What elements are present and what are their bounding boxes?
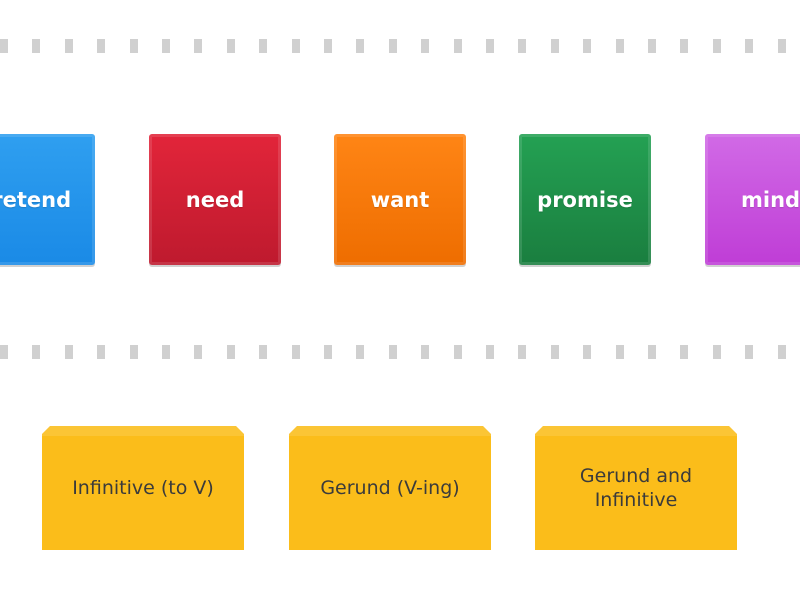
divider-dash [680, 345, 689, 359]
word-card-label: Pretend [0, 187, 72, 212]
drop-target-infinitive[interactable]: Infinitive (to V) [42, 426, 244, 550]
word-card-promise[interactable]: promise [519, 134, 651, 265]
divider-dash [129, 345, 138, 359]
divider-dash [518, 39, 527, 53]
divider-dash [64, 345, 73, 359]
word-card-label: want [370, 187, 430, 212]
divider-dash [324, 39, 332, 53]
divider-dash [129, 39, 138, 53]
word-card-label: need [185, 187, 245, 212]
divider-dash [291, 39, 300, 53]
divider-dash [421, 345, 430, 359]
divider-dash [259, 345, 268, 359]
word-card-mind[interactable]: mind [705, 134, 800, 265]
divider-dash [550, 345, 559, 359]
word-card-pretend[interactable]: Pretend [0, 134, 95, 265]
divider-dash [648, 345, 656, 359]
drop-target-label: Gerund and Infinitive [579, 465, 693, 511]
divider-dash [421, 39, 430, 53]
divider-dash [97, 39, 106, 53]
divider-dash [0, 345, 8, 359]
drop-target-gerund[interactable]: Gerund (V-ing) [289, 426, 491, 550]
divider-dash [356, 345, 365, 359]
divider-dash [259, 39, 268, 53]
divider-dash [745, 345, 754, 359]
divider-dash [777, 39, 786, 53]
drop-target-label: Infinitive (to V) [72, 477, 214, 499]
divider-dash [712, 39, 721, 53]
divider-dash [162, 345, 170, 359]
divider-dash [453, 345, 462, 359]
divider-dash [194, 39, 203, 53]
divider-dash [388, 345, 397, 359]
divider-dash [0, 39, 8, 53]
word-card-need[interactable]: need [149, 134, 281, 265]
divider-dash [97, 345, 106, 359]
divider-dash [648, 39, 656, 53]
divider-dash [486, 345, 494, 359]
divider-dash [356, 39, 365, 53]
drop-target-label: Gerund (V-ing) [320, 477, 460, 499]
divider-dash [583, 39, 592, 53]
divider-dash [615, 345, 624, 359]
divider-dash [680, 39, 689, 53]
bottom-dashed-divider [0, 345, 800, 359]
divider-dash [777, 345, 786, 359]
divider-dash [64, 39, 73, 53]
divider-dash [550, 39, 559, 53]
divider-dash [745, 39, 754, 53]
divider-dash [388, 39, 397, 53]
word-card-label: promise [537, 187, 633, 212]
top-dashed-divider [0, 39, 800, 53]
divider-dash [226, 345, 235, 359]
drop-target-gerund-and-infinitive[interactable]: Gerund and Infinitive [535, 426, 737, 550]
divider-dash [226, 39, 235, 53]
divider-dash [32, 345, 41, 359]
divider-dash [162, 39, 170, 53]
divider-dash [194, 345, 203, 359]
word-card-label: mind [741, 187, 800, 212]
divider-dash [32, 39, 41, 53]
divider-dash [453, 39, 462, 53]
word-card-want[interactable]: want [334, 134, 466, 265]
divider-dash [324, 345, 332, 359]
divider-dash [518, 345, 527, 359]
divider-dash [583, 345, 592, 359]
divider-dash [486, 39, 494, 53]
divider-dash [615, 39, 624, 53]
divider-dash [291, 345, 300, 359]
divider-dash [712, 345, 721, 359]
